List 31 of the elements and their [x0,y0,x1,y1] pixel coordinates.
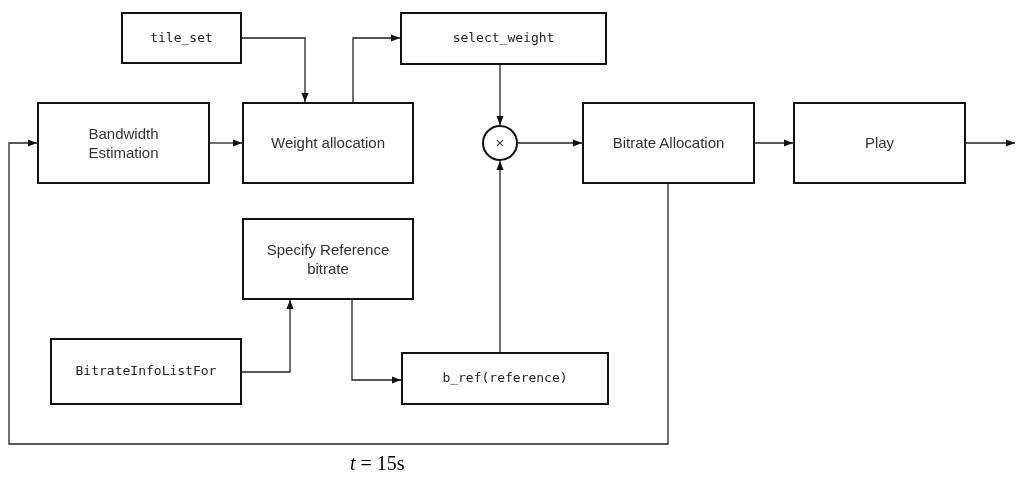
arrow [754,139,794,147]
arrow [241,299,294,373]
arrow [496,64,504,126]
node-text: select_weight [452,30,555,47]
node-text: Bandwidth Estimation [87,123,160,163]
process-box [582,102,755,184]
variable-box [50,338,242,405]
node-text: tile_set [150,29,213,47]
arrow [8,139,669,445]
process-box [242,218,414,300]
variable-box [400,12,607,65]
process-box [242,102,414,184]
variable-box [121,12,242,64]
node-text: Specify Reference bitrate [266,239,390,279]
arrow [241,37,309,103]
node-text: Play [864,133,895,153]
arrow [496,160,504,353]
node-text: Bitrate Allocation [612,133,725,153]
node-text: b_ref(reference) [442,370,568,387]
arrow [965,139,1016,147]
arrow [352,34,401,103]
variable-box [401,352,609,405]
arrow [351,299,402,384]
time-label: t = 15s [350,452,405,475]
arrow [517,139,583,147]
arrow [209,139,243,147]
process-box [37,102,210,184]
node-text: Weight allocation [271,133,385,153]
operator-symbol: × [495,133,505,153]
node-text: BitrateInfoListFor [75,363,217,380]
process-box [793,102,966,184]
